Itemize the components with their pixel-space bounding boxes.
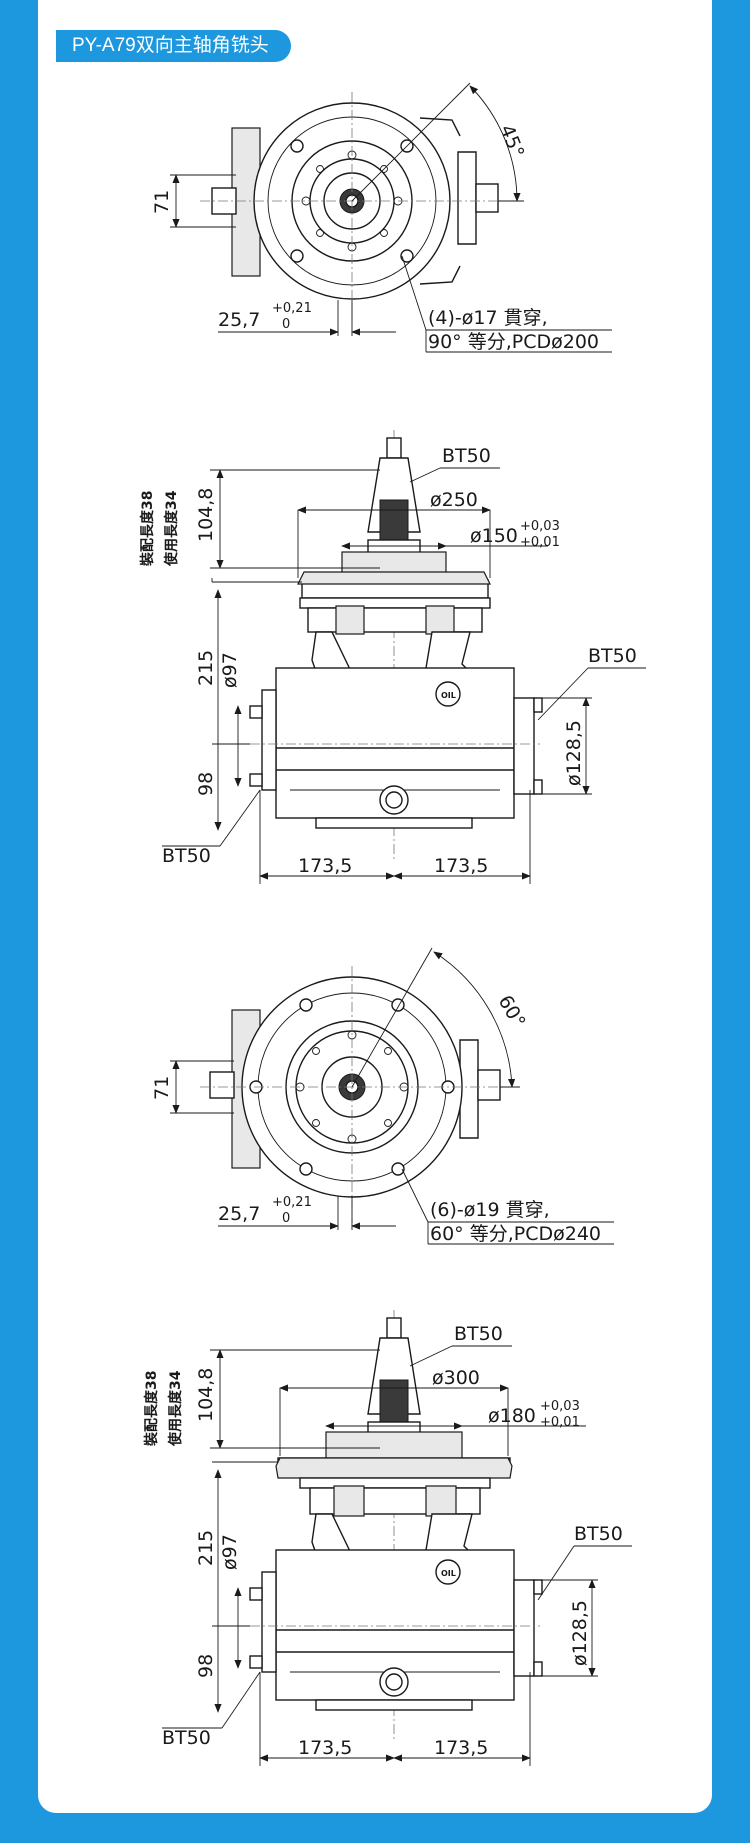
pilot-tol-lower: +0,01 bbox=[540, 1415, 580, 1430]
angle-label: 60° bbox=[494, 992, 530, 1032]
offset-tol-upper: +0,21 bbox=[272, 301, 312, 316]
bt-top-label: BT50 bbox=[442, 445, 491, 467]
dim-left-173-5: 173,5 bbox=[298, 1737, 352, 1759]
hole-note-line2: 60° 等分,PCDø240 bbox=[430, 1223, 601, 1245]
top-view-60: 60° 71 25,7 +0,21 0 (6)-ø19 貫穿, 60° 等分,P… bbox=[151, 947, 614, 1245]
oil-label: OIL bbox=[441, 1569, 456, 1578]
hole-note-line2: 90° 等分,PCDø200 bbox=[428, 331, 599, 353]
offset-tol-lower: 0 bbox=[282, 317, 290, 332]
top-view-45: 45° 71 25,7 +0,21 0 (4)-ø17 貫穿, 90° 等分,P… bbox=[151, 82, 612, 353]
pilot-tol-lower: +0,01 bbox=[520, 535, 560, 550]
bt-left-label: BT50 bbox=[162, 1727, 211, 1749]
pilot-diameter: ø180 bbox=[488, 1405, 536, 1427]
oil-label: OIL bbox=[441, 691, 456, 700]
dim-104-8: 104,8 bbox=[195, 1368, 217, 1422]
dim-215: 215 bbox=[195, 1530, 217, 1566]
hole-note-line1: (4)-ø17 貫穿, bbox=[428, 307, 548, 329]
pilot-diameter: ø150 bbox=[470, 525, 518, 547]
assembly-length: 裝配長度38 bbox=[143, 1371, 160, 1447]
dim-128-5: ø128,5 bbox=[563, 720, 585, 786]
dim-98: 98 bbox=[195, 772, 217, 796]
bt-left-label: BT50 bbox=[162, 845, 211, 867]
dim-97: ø97 bbox=[219, 1534, 241, 1570]
bt-top-label: BT50 bbox=[454, 1323, 503, 1345]
pilot-tol-upper: +0,03 bbox=[520, 519, 560, 534]
dim-98: 98 bbox=[195, 1654, 217, 1678]
dim-104-8: 104,8 bbox=[195, 488, 217, 542]
usable-length: 使用長度34 bbox=[167, 1370, 184, 1447]
dim-215: 215 bbox=[195, 650, 217, 686]
dim-128-5: ø128,5 bbox=[569, 1600, 591, 1666]
pilot-tol-upper: +0,03 bbox=[540, 1399, 580, 1414]
assembly-length: 裝配長度38 bbox=[139, 491, 156, 567]
hole-note-line1: (6)-ø19 貫穿, bbox=[430, 1199, 550, 1221]
flange-diameter: ø250 bbox=[430, 489, 478, 511]
front-view-250: OIL BT50 ø250 ø150 +0,03 +0,01 104,8 bbox=[139, 430, 646, 884]
usable-length: 使用長度34 bbox=[163, 490, 180, 567]
height-dim: 71 bbox=[151, 190, 173, 214]
height-dim: 71 bbox=[151, 1076, 173, 1100]
dim-right-173-5: 173,5 bbox=[434, 1737, 488, 1759]
page-title: PY-A79双向主轴角铣头 bbox=[56, 30, 291, 62]
offset-tol-lower: 0 bbox=[282, 1211, 290, 1226]
flange-diameter: ø300 bbox=[432, 1367, 480, 1389]
dim-right-173-5: 173,5 bbox=[434, 855, 488, 877]
dim-left-173-5: 173,5 bbox=[298, 855, 352, 877]
front-view-300: OIL BT50 ø300 ø180 +0,03 +0,01 104,8 bbox=[143, 1310, 632, 1766]
bt-right-label: BT50 bbox=[588, 645, 637, 667]
offset-tol-upper: +0,21 bbox=[272, 1195, 312, 1210]
offset-dim: 25,7 bbox=[218, 309, 260, 331]
angle-label: 45° bbox=[495, 122, 528, 161]
bt-right-label: BT50 bbox=[574, 1523, 623, 1545]
offset-dim: 25,7 bbox=[218, 1203, 260, 1225]
dim-97: ø97 bbox=[219, 652, 241, 688]
